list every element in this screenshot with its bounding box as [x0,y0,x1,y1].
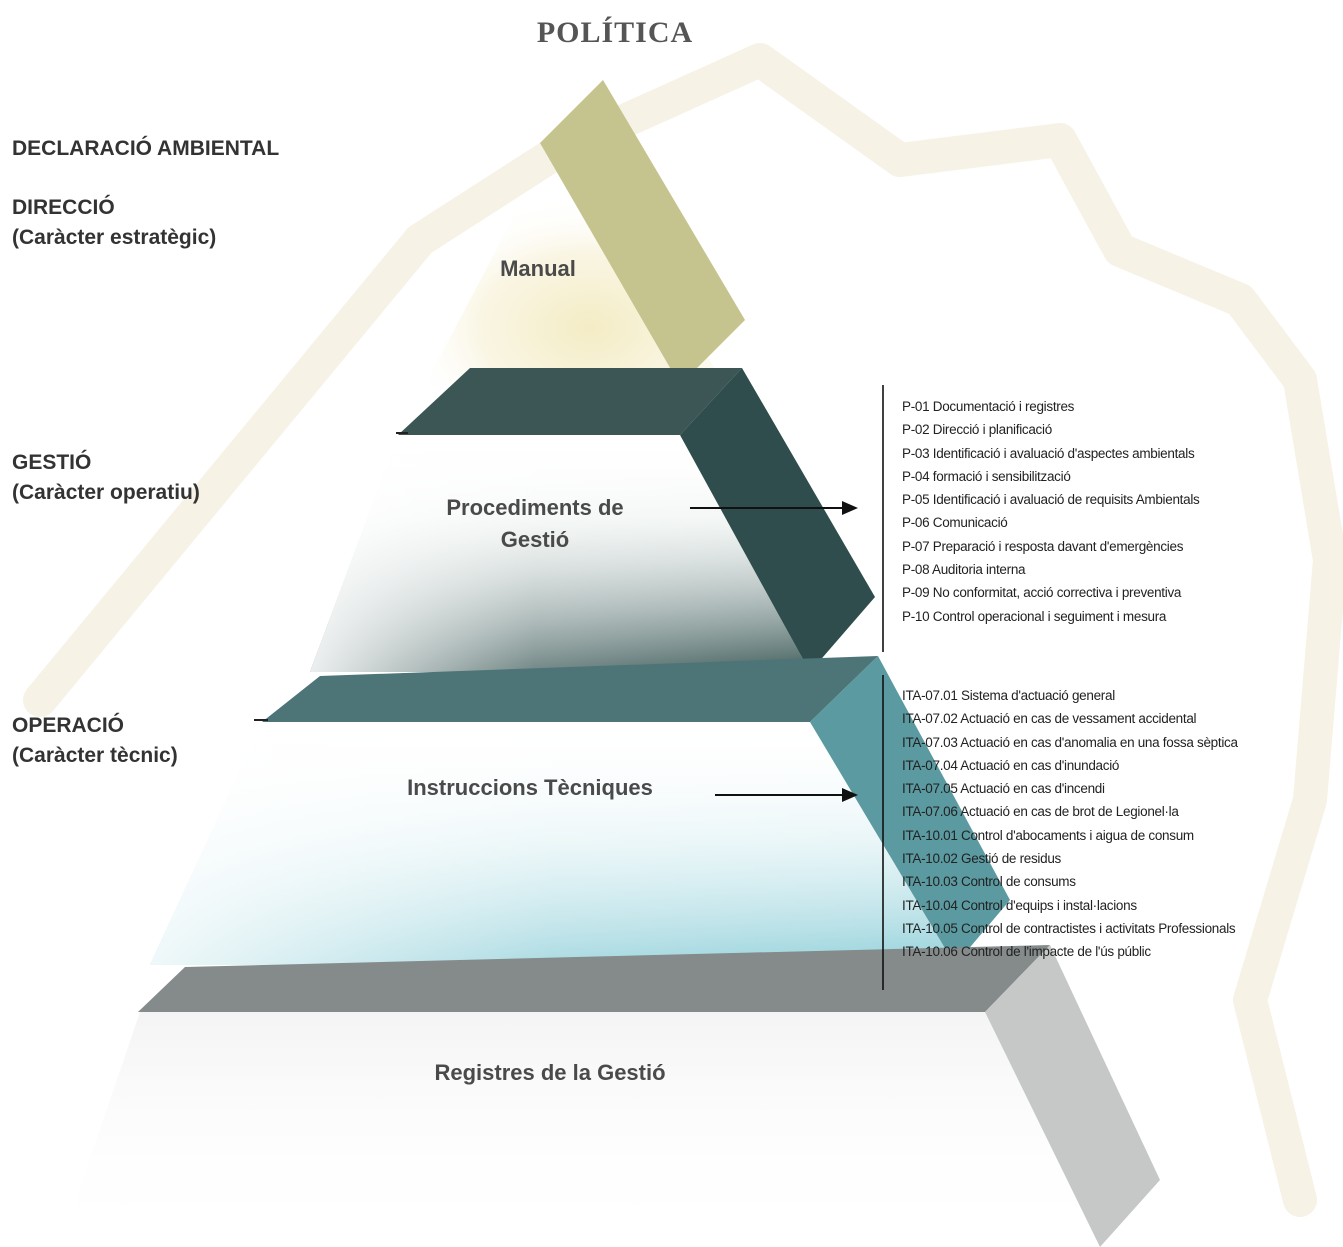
procediments-arrow-head [842,501,858,515]
list-item: P-06 Comunicació [902,515,1008,531]
declaracio-title: DECLARACIÓ AMBIENTAL [12,137,280,160]
page-title: POLÍTICA [536,16,694,49]
manual-slab [540,80,745,385]
instruccions-glow-fade [150,722,955,965]
list-item: ITA-10.02 Gestió de residus [902,851,1061,867]
operacio-title: OPERACIÓ [12,714,125,737]
procediments-glow-fade [310,435,810,672]
list-item: P-03 Identificació i avaluació d'aspecte… [902,445,1195,461]
list-item: P-08 Auditoria interna [902,562,1026,578]
procediments-label-line1: Procediments de [446,495,624,520]
list-item: P-02 Direcció i planificació [902,422,1052,438]
list-item: ITA-10.04 Control d'equips i instal·laci… [902,897,1137,913]
gestio-label: GESTIÓ (Caràcter operatiu) [12,448,200,508]
list-item: P-05 Identificació i avaluació de requis… [902,492,1200,508]
procediments-shelf [398,368,742,435]
procediments-label: Procediments de Gestió [405,492,665,556]
instruccions-slab [810,656,1010,965]
instruccions-arrow-head [842,788,858,802]
list-item: ITA-07.06 Actuació en cas de brot de Leg… [902,804,1179,820]
instruccions-shelf [262,656,878,722]
registres-glow [60,1012,1100,1247]
list-item: ITA-07.02 Actuació en cas de vessament a… [902,711,1197,727]
gestio-subtitle: (Caràcter operatiu) [12,481,200,504]
list-item: ITA-07.01 Sistema d'actuació general [902,688,1115,703]
registres-label: Registres de la Gestió [434,1060,666,1085]
manual-glow [425,180,725,385]
direccio-title: DIRECCIÓ [12,196,115,219]
gestio-title: GESTIÓ [12,451,92,474]
list-item: P-04 formació i sensibilització [902,468,1071,484]
instruccions-label: Instruccions Tècniques [407,775,653,800]
list-item: P-07 Preparació i resposta davant d'emer… [902,538,1184,554]
list-item: P-10 Control operacional i seguiment i m… [902,608,1167,624]
list-item: ITA-10.01 Control d'abocaments i aigua d… [902,827,1194,843]
list-item: ITA-10.06 Control de l'impacte de l'ús p… [902,944,1151,960]
registres-slab [985,945,1160,1247]
registres-shelf [138,945,1050,1012]
manual-label: Manual [500,256,576,281]
procediments-list: P-01 Documentació i registres P-02 Direc… [902,395,1200,628]
list-item: ITA-07.05 Actuació en cas d'incendi [902,781,1105,797]
operacio-subtitle: (Caràcter tècnic) [12,744,178,767]
direccio-subtitle: (Caràcter estratègic) [12,226,217,249]
instruccions-list: ITA-07.01 Sistema d'actuació general ITA… [902,684,1238,964]
list-item: ITA-07.04 Actuació en cas d'inundació [902,757,1120,773]
operacio-label: OPERACIÓ (Caràcter tècnic) [12,711,178,771]
procediments-slab [680,368,875,672]
procediments-label-line2: Gestió [500,527,570,552]
declaracio-label: DECLARACIÓ AMBIENTAL [12,134,279,164]
list-item: ITA-10.03 Control de consums [902,874,1076,890]
list-item: ITA-07.03 Actuació en cas d'anomalia en … [902,734,1238,750]
direccio-label: DIRECCIÓ (Caràcter estratègic) [12,193,216,253]
list-item: P-01 Documentació i registres [902,399,1075,414]
list-item: ITA-10.05 Control de contractistes i act… [902,920,1236,936]
list-item: P-09 No conformitat, acció correctiva i … [902,585,1182,601]
